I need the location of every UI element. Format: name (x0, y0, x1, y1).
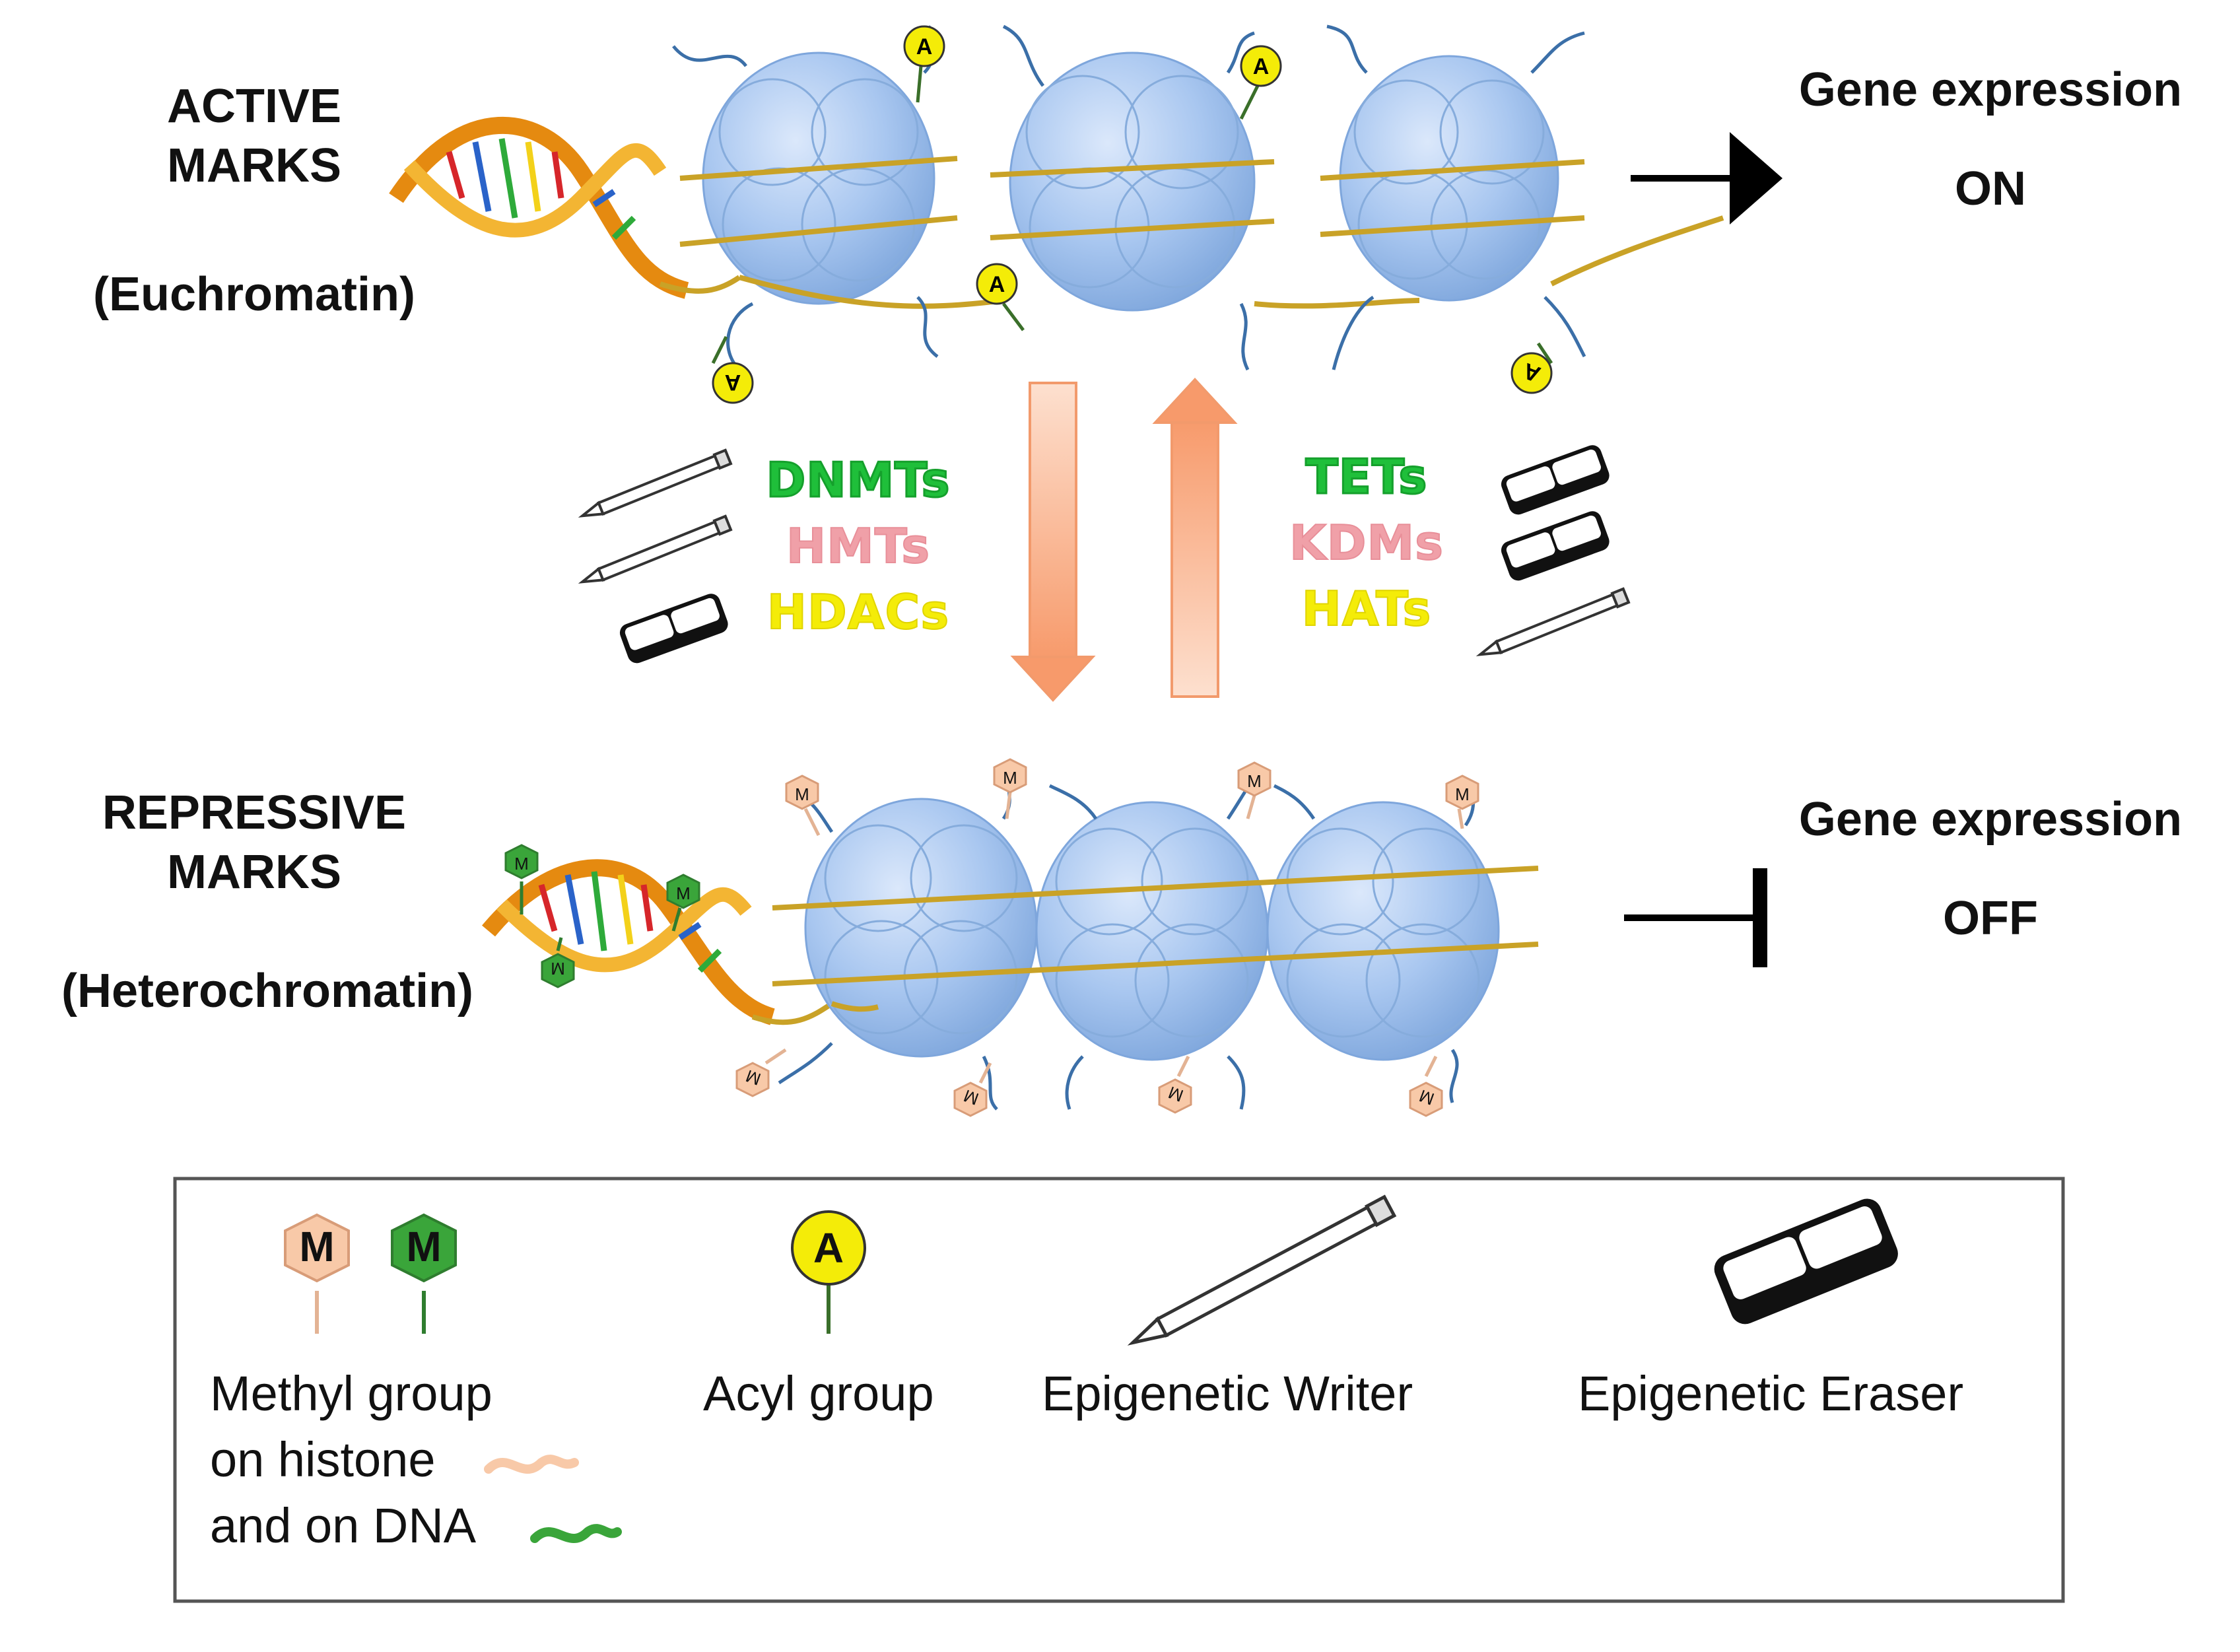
histone-methyl-mark: M (953, 1062, 992, 1117)
acyl-mark: A (976, 263, 1025, 331)
dna-helix-active (389, 116, 741, 299)
eraser-icon (1501, 445, 1610, 515)
gene-expression-on-status: ON (1955, 162, 2026, 215)
heterochromatin-label: (Heterochromatin) (61, 965, 474, 1017)
dna-methyl-mark: M (666, 874, 700, 932)
histone-methyl-mark: M (993, 758, 1027, 819)
legend-dna-squiggle (530, 1524, 622, 1543)
euchromatin-label: (Euchromatin) (92, 268, 416, 321)
histone-methyl-mark: M (1445, 774, 1479, 829)
legend-methyl-histone-icon: M (284, 1213, 350, 1334)
legend-writer-label: Epigenetic Writer (1042, 1366, 1413, 1421)
enzyme-tets: TETs (1305, 448, 1428, 506)
svg-text:A: A (813, 1224, 844, 1272)
enzyme-hats: HATs (1301, 580, 1432, 637)
eraser-icon (619, 594, 728, 664)
legend-acyl-label: Acyl group (703, 1366, 934, 1421)
svg-text:M: M (795, 784, 809, 804)
enzyme-kdms: KDMs (1289, 514, 1444, 571)
gene-on-arrow (1631, 132, 1782, 224)
arrow-to-repressive (1010, 382, 1096, 702)
svg-text:M: M (406, 1223, 441, 1270)
nucleosome-repressive-2 (1035, 801, 1269, 1061)
nucleosome-repressive-3 (1266, 801, 1500, 1061)
legend-histone-squiggle (484, 1455, 579, 1474)
histone-methyl-mark: M (1409, 1055, 1443, 1117)
legend-writer-icon (1127, 1194, 1397, 1346)
writer-icon (1476, 587, 1631, 656)
acyl-mark: A (711, 335, 754, 404)
active-title-line1: ACTIVE (166, 80, 342, 133)
nucleosome-active-3 (1339, 55, 1559, 302)
svg-text:M: M (1247, 771, 1262, 791)
svg-text:M: M (676, 883, 691, 903)
gene-off-blocked (1624, 868, 1767, 967)
dna-helix-repressive (482, 859, 834, 1025)
gene-expression-on-line1: Gene expression (1798, 63, 2183, 116)
writer-icon (578, 514, 733, 584)
dna-methyl-mark: M (504, 844, 539, 914)
svg-text:M: M (1003, 768, 1017, 788)
histone-methyl-mark: M (735, 1048, 787, 1097)
legend-eraser-label: Epigenetic Eraser (1578, 1366, 1964, 1421)
nucleosome-active-1 (702, 52, 935, 305)
svg-text:M: M (551, 959, 565, 979)
eraser-icon (1501, 511, 1610, 581)
legend-methyl-line1: Methyl group (210, 1366, 492, 1421)
repressive-marks-title: REPRESSIVE MARKS (102, 786, 406, 899)
legend-eraser-icon (1714, 1198, 1898, 1325)
svg-text:M: M (299, 1223, 334, 1270)
gene-expression-off-line1: Gene expression (1798, 793, 2183, 846)
svg-text:A: A (725, 370, 741, 395)
dna-methyl-mark: M (541, 937, 575, 988)
svg-text:A: A (1253, 54, 1270, 79)
acyl-mark: A (1510, 342, 1553, 394)
svg-text:A: A (916, 34, 933, 59)
active-marks-title: ACTIVE MARKS (167, 79, 341, 193)
arrow-to-active (1152, 378, 1238, 698)
acyl-mark: A (1239, 45, 1282, 120)
histone-methyl-mark: M (1237, 761, 1272, 819)
svg-text:M: M (514, 854, 529, 874)
enzyme-hdacs: HDACs (766, 584, 950, 640)
histone-methyl-mark: M (785, 774, 821, 837)
acyl-mark: A (903, 25, 945, 103)
svg-text:M: M (1455, 784, 1470, 804)
legend-methyl-dna-icon: M (391, 1213, 457, 1334)
histone-methyl-mark: M (1158, 1055, 1192, 1114)
enzyme-dnmts: DNMTs (765, 452, 951, 509)
legend-acyl-icon: A (791, 1210, 866, 1334)
nucleosome-active-2 (1009, 52, 1256, 312)
legend-methyl-line3: and on DNA (210, 1498, 477, 1553)
nucleosome-repressive-1 (804, 798, 1038, 1058)
enzyme-hmts: HMTs (786, 518, 931, 574)
gene-expression-off-status: OFF (1943, 892, 2038, 945)
repressive-title-line2: MARKS (166, 846, 341, 899)
dna-wrap-active (679, 156, 1724, 309)
writer-icon (578, 448, 733, 518)
legend-methyl-line2: on histone (210, 1432, 436, 1487)
repressive-title-line1: REPRESSIVE (102, 786, 407, 839)
active-title-line2: MARKS (167, 139, 341, 192)
svg-text:A: A (989, 272, 1005, 297)
dna-wrap-repressive (772, 866, 1539, 1012)
